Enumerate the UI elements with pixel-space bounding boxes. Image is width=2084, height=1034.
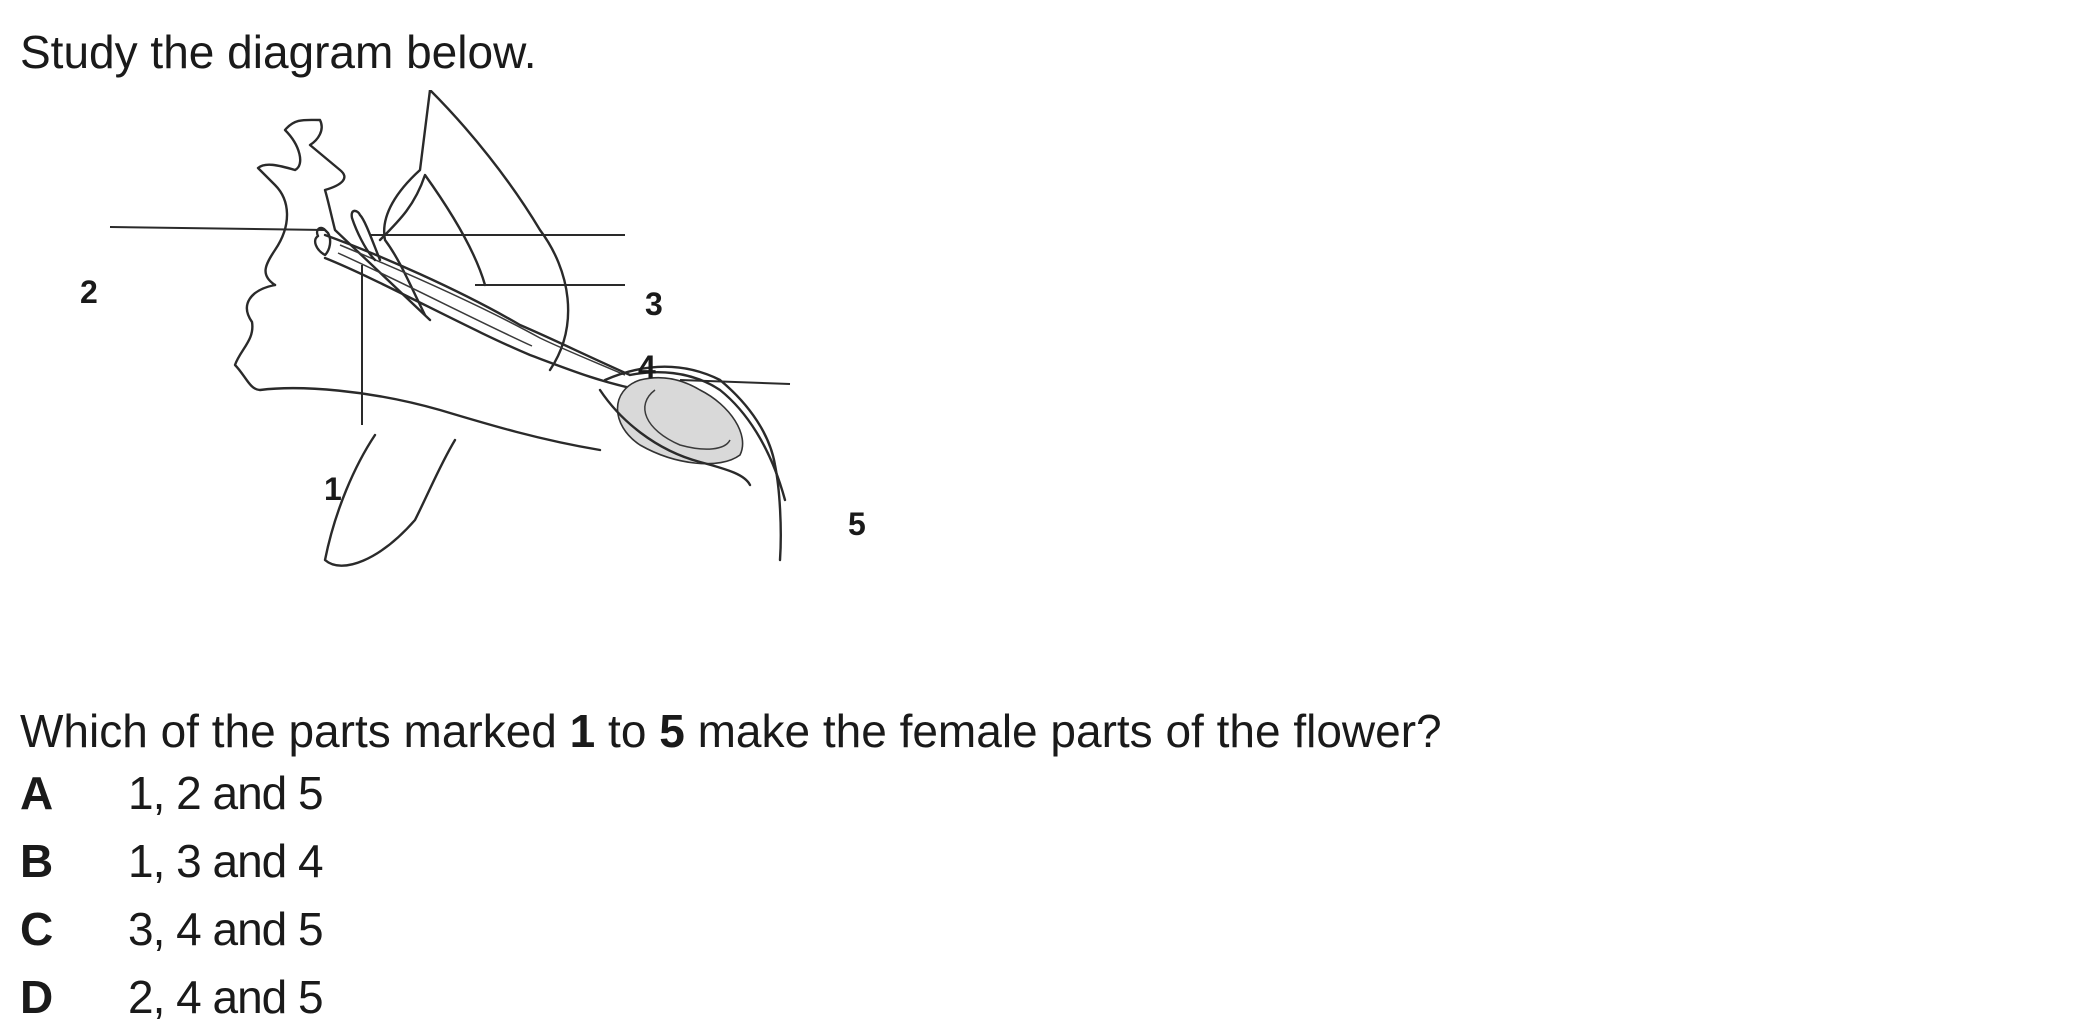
option-text: 1, 3 and 4: [128, 835, 324, 887]
option-text: 2, 4 and 5: [128, 971, 324, 1023]
answer-options: A 1, 2 and 5 B 1, 3 and 4 C 3, 4 and 5 D…: [20, 762, 324, 1034]
style-lower: [323, 256, 642, 392]
style-upper: [323, 233, 787, 502]
question-prefix: Which of the parts marked: [20, 705, 570, 757]
option-letter: B: [20, 835, 54, 887]
ovary-inner: [644, 389, 731, 450]
back-petal-inner: [378, 173, 487, 287]
question-suffix: make the female parts of the flower?: [684, 705, 1442, 757]
question-middle: to: [595, 705, 660, 757]
label-line-5: [679, 379, 791, 385]
option-text: 1, 2 and 5: [128, 767, 324, 819]
option-letter: D: [20, 971, 54, 1023]
ovary: [616, 376, 744, 465]
part-label-1: 1: [324, 471, 342, 507]
label-line-2: [109, 226, 326, 231]
upper-petal: [256, 118, 432, 322]
option-letter: C: [20, 903, 54, 955]
sepal-curve: [598, 388, 752, 487]
part-label-4: 4: [638, 349, 656, 385]
option-a[interactable]: A 1, 2 and 5: [20, 762, 324, 830]
back-petal: [382, 90, 570, 372]
part-label-3: 3: [645, 286, 663, 322]
question-num-end: 5: [659, 705, 685, 757]
bottom-petal: [323, 433, 457, 567]
instruction-text: Study the diagram below.: [20, 26, 537, 78]
style-inner-2: [337, 252, 533, 347]
stigma: [314, 226, 332, 257]
option-text: 3, 4 and 5: [128, 903, 324, 955]
option-letter: A: [20, 767, 54, 819]
part-label-2: 2: [80, 274, 98, 310]
option-b[interactable]: B 1, 3 and 4: [20, 830, 324, 898]
option-d[interactable]: D 2, 4 and 5: [20, 966, 324, 1034]
option-c[interactable]: C 3, 4 and 5: [20, 898, 324, 966]
part-label-5: 5: [848, 506, 866, 542]
flower-diagram: 2 3 4 1 5: [80, 90, 960, 670]
question-num-start: 1: [569, 705, 596, 757]
filament: [350, 209, 382, 262]
lower-petal: [233, 283, 602, 452]
style-inner-1: [339, 244, 626, 376]
question-text: Which of the parts marked 1 to 5 make th…: [20, 703, 1442, 759]
receptacle: [603, 365, 782, 562]
